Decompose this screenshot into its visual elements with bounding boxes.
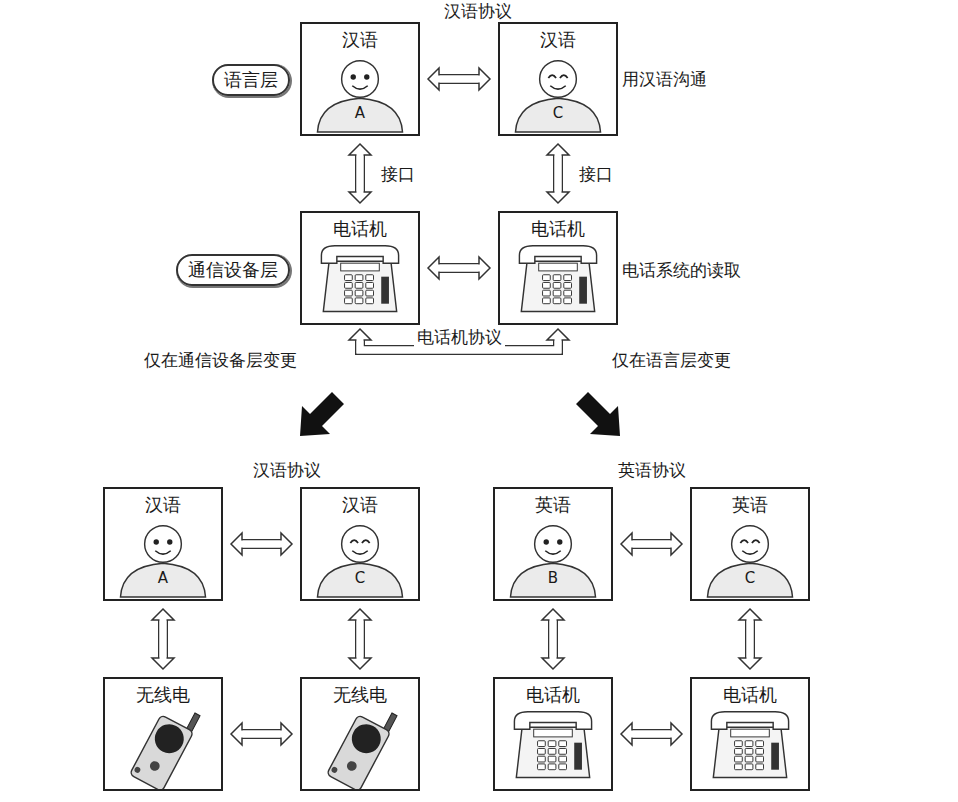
person-letter: A [302, 104, 418, 122]
change-arrow [300, 392, 344, 436]
box-heading: 汉语 [302, 494, 418, 516]
connector-label: 接口 [378, 163, 418, 185]
hollow-arrow [428, 257, 490, 279]
hollow-arrow [547, 144, 569, 203]
device-box: 无线电 [103, 677, 223, 791]
person-box: 英语 C [690, 487, 810, 601]
hollow-arrow [621, 533, 682, 555]
box-heading: 英语 [692, 494, 808, 516]
connector-label: 电话机协议 [414, 326, 505, 348]
layer-pill: 语言层 [212, 64, 290, 96]
person-letter: C [500, 104, 616, 122]
hollow-arrow [349, 144, 371, 203]
hollow-arrow [231, 723, 292, 745]
box-heading: 汉语 [302, 29, 418, 51]
hollow-arrow [542, 609, 564, 669]
hollow-arrow [428, 68, 490, 90]
hollow-arrow [349, 609, 371, 669]
person-letter: C [302, 569, 418, 587]
device-box: 电话机 [690, 677, 810, 791]
person-box: 汉语 A [103, 487, 223, 601]
person-box: 汉语 C [498, 22, 618, 136]
note-label: 仅在通信设备层变更 [144, 349, 297, 371]
device-box: 无线电 [300, 677, 420, 791]
person-letter: A [105, 569, 221, 587]
note-label: 汉语协议 [444, 0, 512, 22]
box-heading: 无线电 [105, 684, 221, 706]
device-box: 电话机 [498, 211, 618, 325]
hollow-arrow [152, 609, 174, 669]
note-label: 英语协议 [618, 459, 686, 481]
person-letter: B [495, 569, 611, 587]
note-label: 电话系统的读取 [622, 259, 741, 281]
box-heading: 汉语 [500, 29, 616, 51]
box-heading: 电话机 [500, 218, 616, 240]
box-heading: 无线电 [302, 684, 418, 706]
hollow-arrow [231, 533, 292, 555]
person-letter: C [692, 569, 808, 587]
layer-name: 通信设备层 [188, 259, 278, 280]
device-box: 电话机 [493, 677, 613, 791]
box-heading: 英语 [495, 494, 611, 516]
hollow-arrow [621, 723, 682, 745]
note-label: 用汉语沟通 [622, 68, 707, 90]
note-label: 汉语协议 [253, 459, 321, 481]
layer-name: 语言层 [224, 69, 278, 90]
device-box: 电话机 [300, 211, 420, 325]
person-box: 英语 B [493, 487, 613, 601]
person-box: 汉语 A [300, 22, 420, 136]
box-heading: 汉语 [105, 494, 221, 516]
box-heading: 电话机 [692, 684, 808, 706]
connector-label: 接口 [576, 163, 616, 185]
box-heading: 电话机 [302, 218, 418, 240]
hollow-arrow [739, 609, 761, 669]
layer-pill: 通信设备层 [176, 254, 290, 286]
note-label: 仅在语言层变更 [612, 349, 731, 371]
change-arrow [576, 392, 620, 436]
person-box: 汉语 C [300, 487, 420, 601]
box-heading: 电话机 [495, 684, 611, 706]
